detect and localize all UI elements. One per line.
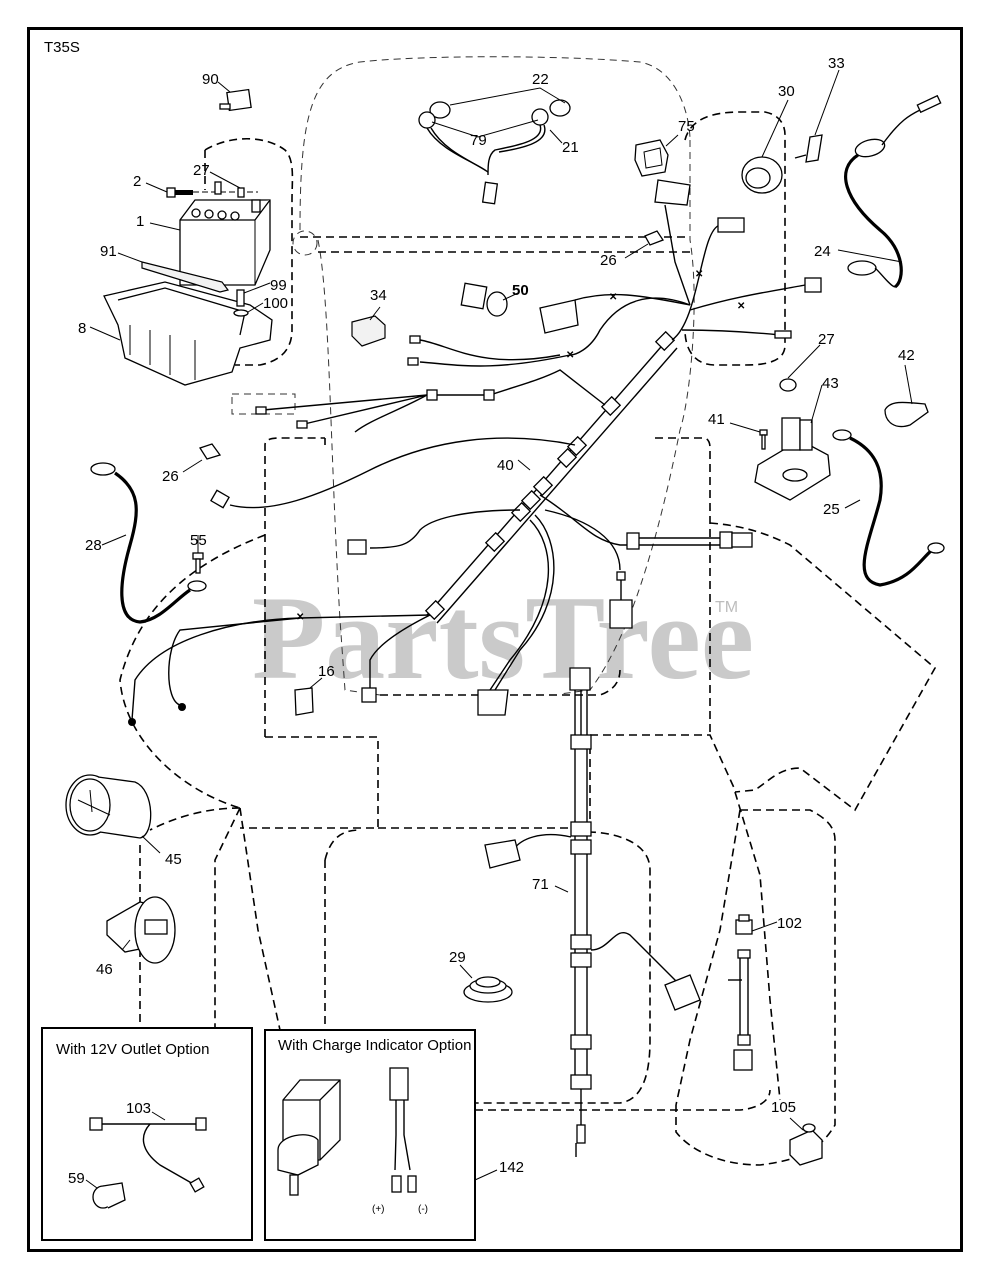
callout-25: 25 [823, 501, 840, 518]
fuse-26-lower: 26 [162, 443, 222, 485]
callout-142: 142 [499, 1159, 524, 1176]
main-harness: 40 ✕ ✕ ✕ ✕ ✕ [128, 179, 822, 726]
svg-text:✕: ✕ [737, 301, 745, 312]
battery-tray: 8 [78, 281, 273, 386]
callout-59: 59 [68, 1170, 85, 1187]
callout-34: 34 [370, 287, 387, 304]
callout-105: 105 [771, 1099, 796, 1116]
hour-meter-46: 46 [96, 896, 176, 978]
ignition-key: 33 [794, 55, 845, 163]
svg-text:✕: ✕ [695, 269, 703, 280]
callout-90: 90 [202, 71, 219, 88]
model-code: T35S [44, 39, 80, 56]
callout-50: 50 [512, 282, 529, 299]
cable-24: 24 [814, 94, 942, 289]
callout-33: 33 [828, 55, 845, 72]
watermark-tm: TM [715, 599, 738, 616]
callout-26-lower: 26 [162, 468, 179, 485]
callout-29: 29 [449, 949, 466, 966]
charge-option-title: With Charge Indicator Option [278, 1037, 471, 1054]
gauge-45: 45 [65, 774, 182, 868]
part-102: 102 [728, 914, 802, 1071]
harness-71: 71 [484, 667, 701, 1157]
callout-45: 45 [165, 851, 182, 868]
callout-102: 102 [777, 915, 802, 932]
part-75: 75 [634, 118, 695, 177]
callout-55: 55 [190, 532, 207, 549]
svg-text:✕: ✕ [296, 612, 304, 623]
left-fender-outline [119, 534, 266, 809]
callout-79: 79 [470, 132, 487, 149]
battery-bolt: 2 27 [133, 162, 258, 198]
part-50: 50 [460, 282, 529, 317]
plus-terminal-label: (+) [372, 1204, 385, 1215]
callout-71: 71 [532, 876, 549, 893]
callout-41: 41 [708, 411, 725, 428]
callout-28: 28 [85, 537, 102, 554]
callout-27-battery: 27 [193, 162, 210, 179]
battery-strap: 91 [100, 243, 230, 293]
callout-43: 43 [822, 375, 839, 392]
callout-27-solenoid: 27 [818, 331, 835, 348]
svg-text:✕: ✕ [609, 292, 617, 303]
terminal-boot-42: 42 [884, 347, 929, 428]
callout-30: 30 [778, 83, 795, 100]
charge-option-box: With Charge Indicator Option (+) (-) 142 [264, 1029, 524, 1241]
battery-outline [204, 137, 294, 366]
callout-46: 46 [96, 961, 113, 978]
key-outline [684, 111, 786, 366]
watermark: PartsTree [252, 571, 754, 704]
callout-103: 103 [126, 1100, 151, 1117]
headlight-assembly: 22 79 21 [418, 71, 579, 205]
cable-28: 28 [85, 462, 207, 624]
battery: 1 [136, 199, 271, 286]
fuse-26-top: 26 [600, 230, 664, 269]
diagram-frame [27, 27, 963, 1252]
body-outline [119, 56, 937, 1166]
right-fender-outline [709, 522, 937, 812]
part-34: 34 [351, 287, 387, 347]
outlet-option-title: With 12V Outlet Option [56, 1041, 209, 1058]
hood-outline [299, 56, 691, 231]
outlet-option-box: With 12V Outlet Option 103 59 [41, 1027, 253, 1241]
callout-22: 22 [532, 71, 549, 88]
callout-100: 100 [263, 295, 288, 312]
part-90: 90 [202, 71, 252, 112]
part-16: 16 [294, 663, 335, 716]
cable-25: 25 [823, 429, 945, 587]
callout-40: 40 [497, 457, 514, 474]
ignition-switch: 30 [741, 83, 795, 194]
callout-21: 21 [562, 139, 579, 156]
callout-26-top: 26 [600, 252, 617, 269]
callout-91: 91 [100, 243, 117, 260]
callout-2: 2 [133, 173, 141, 190]
part-29: 29 [449, 949, 513, 1003]
callout-1: 1 [136, 213, 144, 230]
callout-24: 24 [814, 243, 831, 260]
callout-8: 8 [78, 320, 86, 337]
callout-16: 16 [318, 663, 335, 680]
minus-terminal-label: (-) [418, 1204, 428, 1215]
seat-outline-left [264, 437, 325, 737]
starter-solenoid: 27 43 41 [708, 331, 839, 501]
bolt-55: 55 [190, 532, 207, 574]
callout-99: 99 [270, 277, 287, 294]
callout-75: 75 [678, 118, 695, 135]
tray-fasteners: 99 100 [233, 277, 288, 317]
part-105: 105 [771, 1099, 823, 1166]
svg-text:✕: ✕ [566, 350, 574, 361]
callout-42: 42 [898, 347, 915, 364]
seat-outline-right [655, 437, 711, 735]
